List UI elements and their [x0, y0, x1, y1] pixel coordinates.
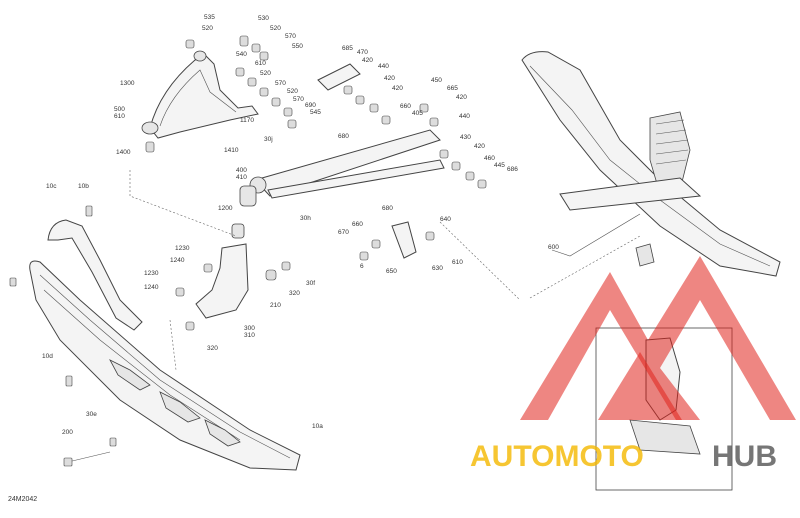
left-bolts	[9, 141, 291, 467]
part-label: 10b	[78, 183, 89, 190]
part-label: 320	[207, 345, 218, 352]
part-label: 440	[459, 113, 470, 120]
part-label: 430	[460, 134, 471, 141]
part-label: 210	[270, 302, 281, 309]
watermark-logo	[520, 256, 796, 420]
part-label: 450	[431, 77, 442, 84]
a-arm	[141, 50, 259, 139]
part-label: 520	[270, 25, 281, 32]
part-label: 405	[412, 110, 423, 117]
part-label: 500	[114, 106, 125, 113]
link-hardware	[317, 63, 487, 261]
part-label: 420	[392, 85, 403, 92]
part-label: 470	[357, 49, 368, 56]
part-label: 320	[289, 290, 300, 297]
part-label: 610	[255, 60, 266, 67]
part-label: 570	[275, 80, 286, 87]
part-label: 1240	[144, 284, 159, 291]
part-label: 460	[484, 155, 495, 162]
part-label: 1410	[224, 147, 239, 154]
part-label: 545	[310, 109, 321, 116]
part-label: 10c	[46, 183, 57, 190]
part-label: 310	[244, 332, 255, 339]
part-label: 520	[287, 88, 298, 95]
diagram-code: 24M2042	[8, 496, 38, 503]
part-label: 610	[114, 113, 125, 120]
assembled-view	[521, 51, 781, 277]
part-label: 520	[260, 70, 271, 77]
part-label: 1230	[175, 245, 190, 252]
part-label: 400	[236, 167, 247, 174]
part-label: 300	[244, 325, 255, 332]
part-label: 30f	[306, 280, 315, 287]
part-label: 640	[440, 216, 451, 223]
watermark-brand-part2: HUB	[712, 440, 777, 473]
part-label: 1170	[240, 117, 254, 124]
part-label: 445	[494, 162, 505, 169]
part-label: 1200	[218, 205, 233, 212]
part-label: 10d	[42, 353, 53, 360]
part-label: 30h	[300, 215, 311, 222]
radius-rod	[249, 129, 445, 199]
part-label: 670	[338, 229, 349, 236]
part-label: 660	[400, 103, 411, 110]
part-label: 420	[362, 57, 373, 64]
part-label: 520	[202, 25, 213, 32]
part-label: 690	[305, 102, 316, 109]
guide-lines	[129, 170, 641, 371]
ski-handle	[47, 219, 143, 331]
part-label: 200	[62, 429, 73, 436]
part-label: 550	[292, 43, 303, 50]
upper-bushings	[185, 35, 297, 129]
part-label: 420	[456, 94, 467, 101]
part-label: 10a	[312, 423, 323, 430]
part-label: 680	[338, 133, 349, 140]
part-label: 6	[360, 263, 364, 270]
part-label: 686	[507, 166, 518, 173]
part-label: 30j	[264, 136, 273, 143]
part-label: 600	[548, 244, 559, 251]
part-label: 685	[342, 45, 353, 52]
part-label: 630	[432, 265, 443, 272]
watermark-brand-part1: AUTOMOTO	[470, 440, 644, 473]
part-label: 680	[382, 205, 393, 212]
part-label: 420	[474, 143, 485, 150]
part-label: 1230	[144, 270, 159, 277]
part-label: 660	[352, 221, 363, 228]
part-label: 530	[258, 15, 269, 22]
part-label: 535	[204, 14, 215, 21]
spindle	[195, 185, 257, 319]
part-label: 570	[293, 96, 304, 103]
part-label: 570	[285, 33, 296, 40]
part-label: 30e	[86, 411, 97, 418]
part-label: 665	[447, 85, 458, 92]
part-label: 540	[236, 51, 247, 58]
part-label: 1400	[116, 149, 131, 156]
part-label: 1300	[120, 80, 135, 87]
part-label: 610	[452, 259, 463, 266]
part-label: 420	[384, 75, 395, 82]
ski-left	[29, 260, 301, 471]
part-label: 650	[386, 268, 397, 275]
part-label: 1240	[170, 257, 185, 264]
part-label: 440	[378, 63, 389, 70]
part-label: 410	[236, 174, 247, 181]
